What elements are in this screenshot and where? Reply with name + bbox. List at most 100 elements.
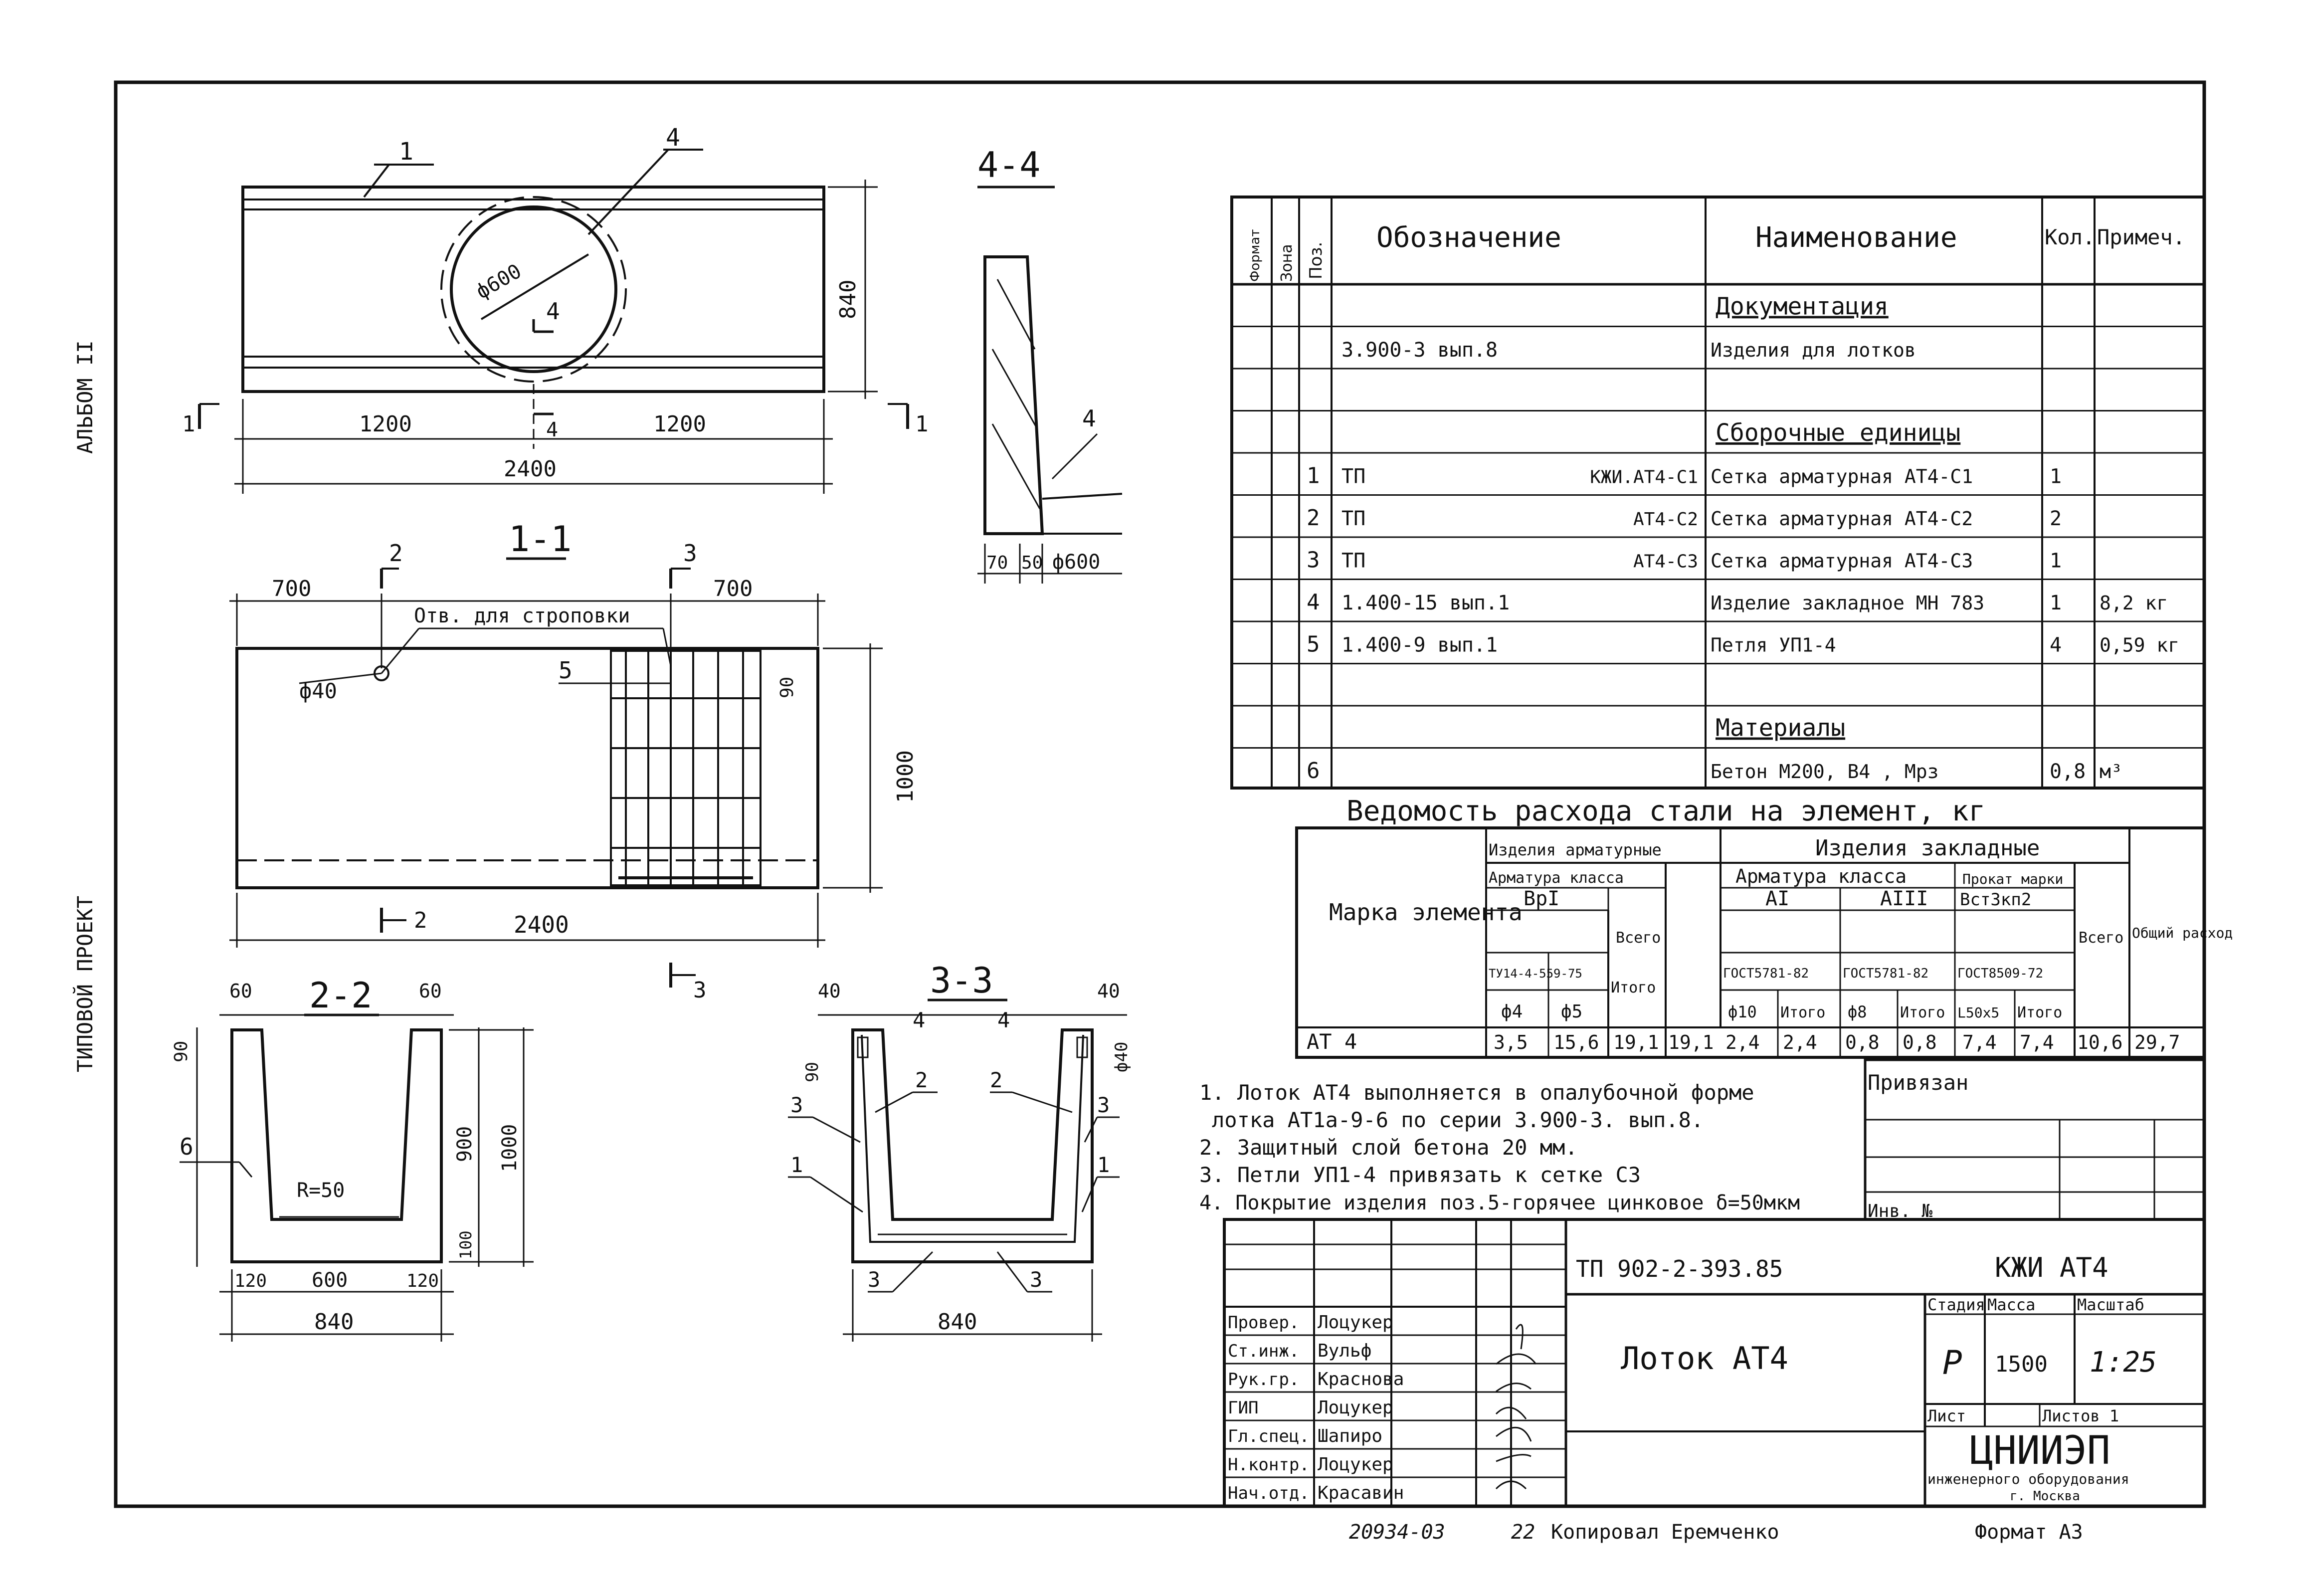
title-role-name: Краснова (1318, 1369, 1404, 1390)
section-22-d90: 90 (171, 1041, 191, 1062)
section-11-dim-total: 2400 (514, 911, 569, 938)
steel-h-a3: АIII (1880, 887, 1928, 910)
section-44-d50: 50 (1021, 553, 1043, 573)
steel-h-vst: Вст3кп2 (1960, 890, 2031, 910)
title-role-name: Шапиро (1318, 1426, 1382, 1446)
title-org-city: г. Москва (2010, 1489, 2080, 1504)
title-role: Рук.гр. (1228, 1370, 1299, 1390)
section-22-h100: 100 (456, 1230, 475, 1259)
steel-row-value: 19,1 (1613, 1031, 1659, 1053)
spec-table: Формат Зона Поз. Обозначение Наименовани… (1230, 196, 2206, 790)
spec-row-designation: ТП (1341, 550, 1365, 573)
steel-row-value: 15,6 (1553, 1031, 1599, 1053)
spec-row-pos: 1 (1307, 463, 1320, 489)
note-4: 4. Покрытие изделия поз.5-горячее цинков… (1199, 1192, 1800, 1214)
steel-h-total: Общий расход (2132, 925, 2233, 941)
steel-row-value: 3,5 (1494, 1031, 1528, 1053)
section-33-p2-right: 2 (990, 1068, 1002, 1092)
section-11-dim-90: 90 (777, 677, 797, 698)
signatures (1495, 1324, 1537, 1490)
section-22-pos6: 6 (180, 1133, 193, 1160)
steel-h-gost3: ГОСТ5781-82 (1843, 966, 1928, 981)
steel-table: Ведомость расхода стали на элемент, кг М… (1295, 795, 2233, 1059)
title-role: Провер. (1228, 1313, 1299, 1333)
title-block: ТП 902-2-393.85 КЖИ АТ4 Лоток АТ4 Стадия… (1223, 1218, 2206, 1508)
section-3-3: 3-3 40 40 4 4 90 ф40 2 2 3 3 1 1 (788, 960, 1132, 1342)
section-11-cut2-bottom: 2 (414, 908, 427, 933)
section-33-p1-right: 1 (1097, 1153, 1110, 1177)
steel-row-value: 7,4 (1962, 1031, 1997, 1053)
spec-row-pos: 6 (1307, 758, 1320, 784)
title-role: Нач.отд. (1228, 1483, 1310, 1503)
note-3: 3. Петли УП1-4 привязать к сетке С3 (1199, 1163, 1641, 1187)
steel-row-value: 2,4 (1725, 1031, 1760, 1053)
steel-h-zakl: Изделия закладные (1815, 835, 2040, 861)
note-2: 2. Защитный слой бетона 20 мм. (1199, 1135, 1578, 1160)
steel-h-arm: Изделия арматурные (1489, 840, 1662, 859)
plan-label-4: 4 (666, 124, 680, 152)
title-role-name: Лоцукер (1318, 1312, 1393, 1333)
notes: 1. Лоток АТ4 выполняется в опалубочной ф… (1199, 1080, 1800, 1214)
footer-format: Формат А3 (1975, 1521, 2083, 1544)
steel-h-itogo1: Итого (1611, 979, 1656, 997)
section-44-pos4: 4 (1082, 405, 1096, 432)
steel-h-vsego2: Всего (2079, 929, 2123, 947)
spec-row-designation2: АТ4-С3 (1633, 552, 1698, 572)
title-sheet-h: Лист (1927, 1406, 1966, 1425)
section-33-d40-right: 40 (1097, 980, 1120, 1002)
section-22-h900: 900 (453, 1126, 476, 1162)
title-role-name: Красавин (1318, 1483, 1404, 1503)
title-code: ТП 902-2-393.85 (1576, 1255, 1783, 1282)
section-22-w840: 840 (314, 1309, 354, 1335)
steel-row-value: 0,8 (1903, 1031, 1937, 1053)
section-33-d40-left: 40 (818, 980, 841, 1002)
steel-h-f10: ф10 (1728, 1002, 1757, 1021)
section-33-p4-right: 4 (997, 1008, 1010, 1032)
spec-section-title: Документация (1716, 293, 1889, 321)
binding-title: Привязан (1868, 1070, 1968, 1095)
plan-cut1-right: 1 (915, 411, 929, 437)
steel-row-value: 2,4 (1783, 1031, 1817, 1053)
plan-cut4-bottom: 4 (546, 418, 558, 441)
footer-num: 20934-03 (1349, 1521, 1445, 1544)
section-22-radius: R=50 (297, 1179, 345, 1202)
title-org: ЦНИИЭП (1970, 1428, 2110, 1473)
spec-row-designation2: АТ4-С2 (1633, 509, 1698, 530)
section-33-title: 3-3 (930, 960, 993, 1001)
section-44-d70: 70 (986, 553, 1008, 573)
spec-row-note: м³ (2100, 761, 2122, 783)
side-label-project: ТИПОВОЙ ПРОЕКТ (72, 896, 97, 1072)
section-11-dim-left: 700 (272, 576, 311, 601)
spec-row-pos: 5 (1307, 632, 1320, 657)
steel-row-value: 10,6 (2077, 1031, 2123, 1053)
spec-row-designation: ТП (1341, 465, 1365, 488)
binding-block: Привязан Инв. № (1864, 1058, 2206, 1221)
spec-row-name: Сетка арматурная АТ4-С1 (1711, 466, 1973, 488)
spec-row-pos: 2 (1307, 505, 1320, 531)
title-scale: 1:25 (2090, 1346, 2157, 1379)
spec-row-name: Бетон М200, В4 , Мрз (1711, 761, 1939, 783)
plan-dim-height: 840 (835, 280, 861, 319)
steel-h-itogo3: Итого (1900, 1004, 1945, 1021)
steel-h-a1: АI (1765, 887, 1789, 910)
steel-h-bp1: ВрI (1524, 887, 1559, 910)
spec-row-qty: 4 (2050, 634, 2062, 657)
steel-row-mark: АТ 4 (1307, 1029, 1357, 1054)
steel-h-l: L50х5 (1957, 1004, 1999, 1021)
spec-row-designation: 1.400-15 вып.1 (1341, 592, 1510, 614)
section-33-p3-bottom-left: 3 (868, 1267, 880, 1292)
spec-row-name: Изделие закладное МН 783 (1711, 592, 1984, 614)
spec-row-name: Сетка арматурная АТ4-С2 (1711, 508, 1973, 530)
steel-h-f5: ф5 (1561, 1001, 1582, 1022)
steel-row-value: 0,8 (1845, 1031, 1880, 1053)
spec-header-zone: Зона (1278, 244, 1296, 282)
spec-row-pos: 3 (1307, 548, 1320, 573)
spec-row-designation: ТП (1341, 507, 1365, 530)
steel-h-prokat: Прокат марки (1962, 871, 2063, 887)
footer: 20934-03 22 Копировал Еремченко Формат А… (1349, 1521, 2083, 1544)
steel-h-gost1: ТУ14-4-559-75 (1489, 967, 1582, 981)
sheet-frame (114, 80, 2206, 1508)
